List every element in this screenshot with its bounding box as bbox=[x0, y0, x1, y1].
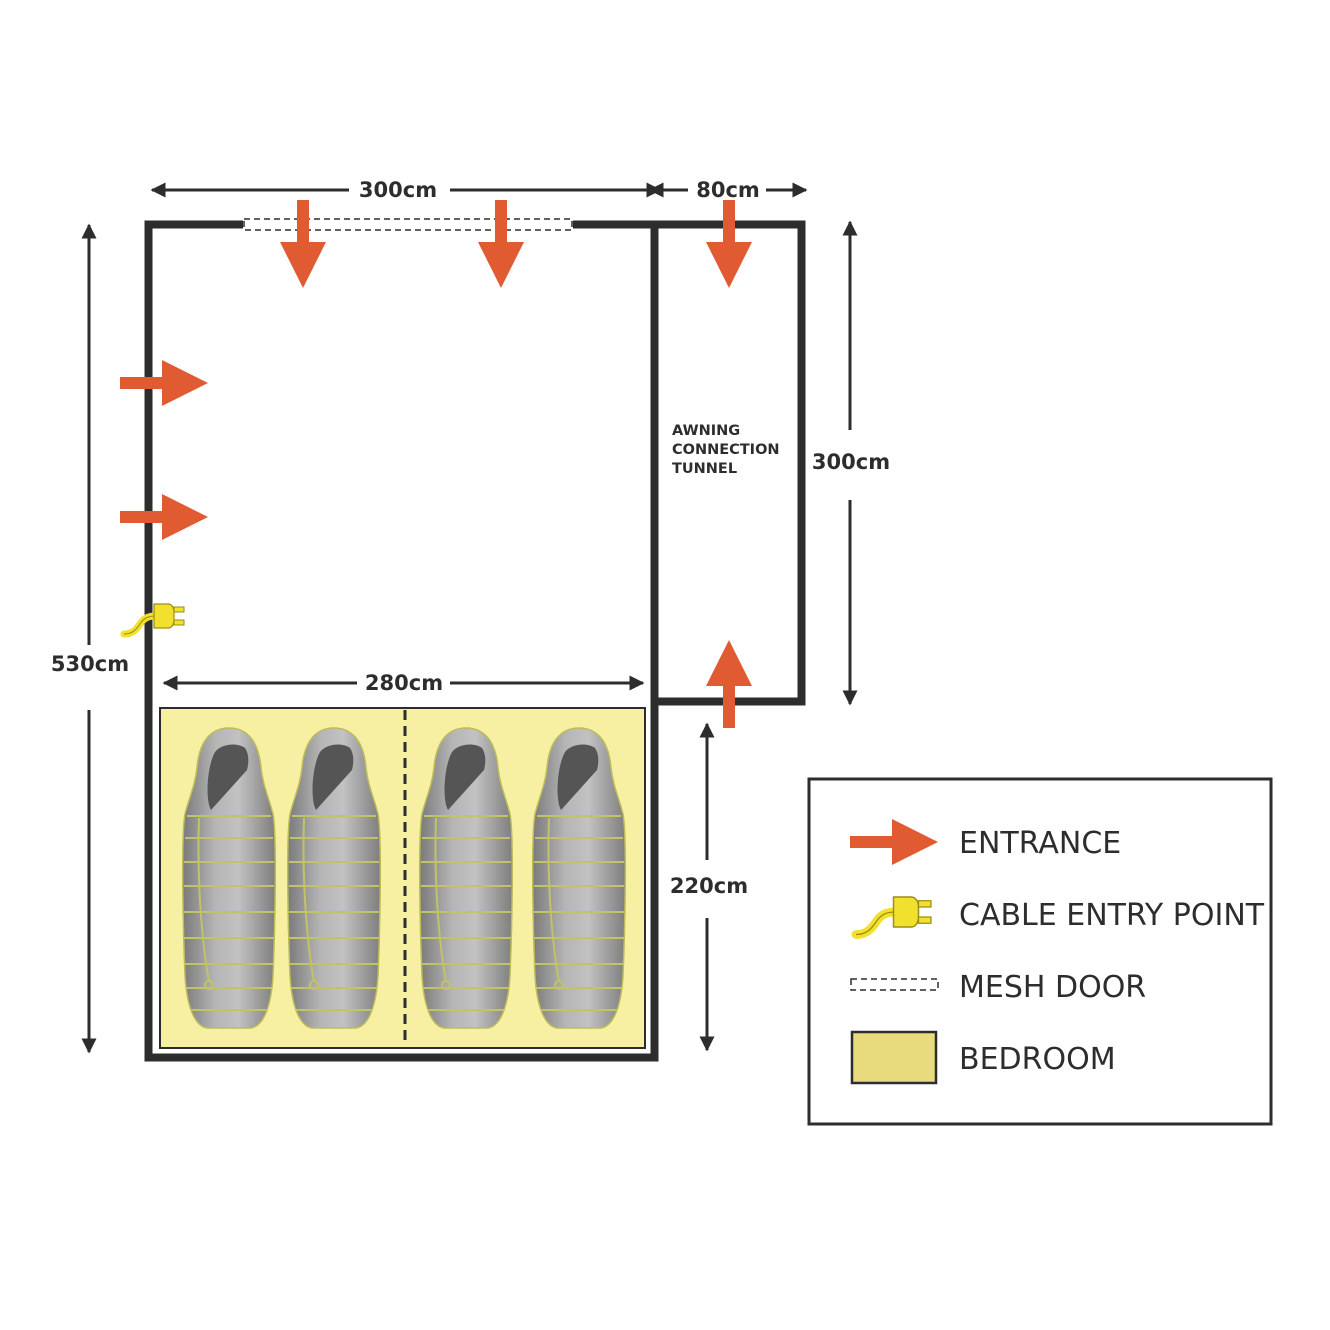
tunnel-label-line: TUNNEL bbox=[672, 461, 737, 477]
sleeping-bag-icon bbox=[181, 727, 277, 1029]
tunnel-label-line: AWNING bbox=[672, 423, 740, 439]
sleeping-bag-icon bbox=[418, 727, 514, 1029]
dimension-label-main-width: 300cm bbox=[359, 178, 437, 202]
dimension-label-bedroom-width: 280cm bbox=[365, 671, 443, 695]
legend-label-cable: CABLE ENTRY POINT bbox=[959, 898, 1265, 933]
tunnel-label: AWNING CONNECTION TUNNEL bbox=[672, 423, 780, 477]
legend-label-entrance: ENTRANCE bbox=[959, 826, 1121, 861]
entrance-arrow-icon bbox=[120, 494, 208, 540]
entrance-arrow-icon bbox=[478, 200, 524, 288]
entrance-arrow-icon bbox=[280, 200, 326, 288]
legend-label-mesh: MESH DOOR bbox=[959, 970, 1146, 1005]
bedroom-area bbox=[159, 707, 646, 1049]
tunnel-label-line: CONNECTION bbox=[672, 442, 780, 458]
sleeping-bag-icon bbox=[531, 727, 627, 1029]
dimension-label-tunnel-width: 80cm bbox=[696, 178, 760, 202]
entrance-arrow-icon bbox=[120, 360, 208, 406]
dimension-bedroom-depth: 220cm bbox=[670, 722, 748, 1052]
dimension-label-tunnel-length: 300cm bbox=[812, 450, 890, 474]
dimension-width-main: 300cm bbox=[150, 178, 662, 202]
dimension-width-tunnel: 80cm bbox=[648, 178, 808, 202]
dimension-label-bedroom-depth: 220cm bbox=[670, 874, 748, 898]
entrance-arrow-icon bbox=[706, 640, 752, 728]
dimension-total-length: 530cm bbox=[51, 223, 129, 1054]
cable-plug-icon bbox=[124, 604, 184, 634]
legend-label-bedroom: BEDROOM bbox=[959, 1042, 1116, 1077]
entrance-arrow-icon bbox=[706, 200, 752, 288]
legend: ENTRANCE CABLE ENTRY POINT MESH DOOR BED… bbox=[807, 777, 1273, 1126]
sleeping-bag-icon bbox=[286, 727, 382, 1029]
dimension-bedroom-width: 280cm bbox=[162, 671, 645, 695]
dimension-tunnel-length: 300cm bbox=[812, 220, 890, 706]
dimension-label-total-length: 530cm bbox=[51, 652, 129, 676]
bedroom-swatch-icon bbox=[850, 1030, 938, 1085]
mesh-door bbox=[243, 218, 573, 231]
mesh-door-icon bbox=[850, 978, 939, 991]
